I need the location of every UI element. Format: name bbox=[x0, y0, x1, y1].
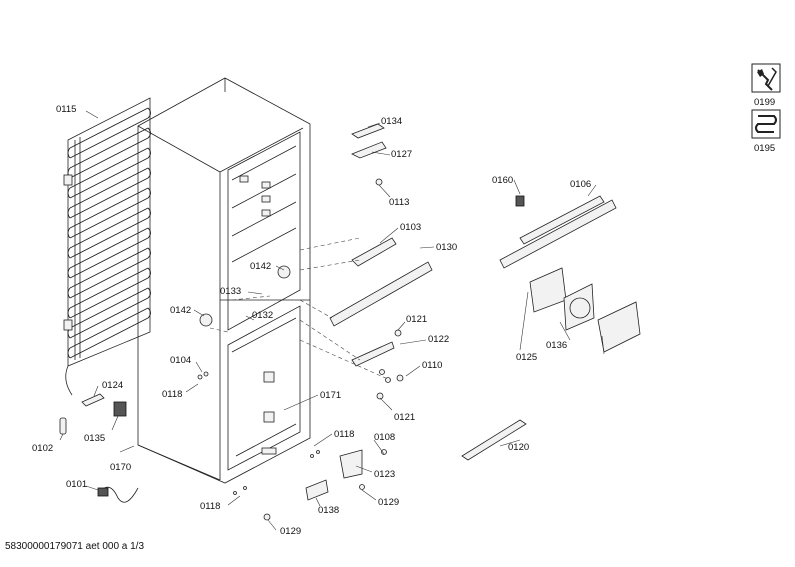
label-0130: 0130 bbox=[436, 242, 457, 253]
document-code: 58300000179071 aet 000 a 1/3 bbox=[5, 541, 145, 552]
label-0129-lower: 0129 bbox=[280, 526, 301, 537]
label-0113: 0113 bbox=[389, 197, 409, 208]
refrigerant-coil-icon bbox=[751, 109, 781, 139]
label-0133: 0133 bbox=[220, 286, 241, 297]
service-tool-icon bbox=[751, 63, 781, 93]
label-0118-mid: 0118 bbox=[334, 429, 354, 440]
label-0121-upper: 0121 bbox=[406, 314, 427, 325]
label-0199: 0199 bbox=[754, 97, 775, 108]
label-0127: 0127 bbox=[391, 149, 412, 160]
control-module bbox=[461, 195, 641, 461]
label-0171: 0171 bbox=[320, 390, 341, 401]
label-0120: 0120 bbox=[508, 442, 529, 453]
label-0115: 0115 bbox=[56, 104, 76, 115]
label-0103: 0103 bbox=[400, 222, 421, 233]
label-0110: 0110 bbox=[422, 360, 442, 371]
label-0136: 0136 bbox=[546, 340, 567, 351]
label-0134: 0134 bbox=[381, 116, 402, 127]
label-0132: 0132 bbox=[252, 310, 273, 321]
label-0124: 0124 bbox=[102, 380, 123, 391]
cabinet-body bbox=[137, 77, 311, 484]
label-0101: 0101 bbox=[66, 479, 87, 490]
label-0129-right: 0129 bbox=[378, 497, 399, 508]
label-0170: 0170 bbox=[110, 462, 131, 473]
part-labels: 0115 0134 0127 0113 0103 0130 0142 0133 … bbox=[32, 104, 591, 537]
leader-lines bbox=[59, 110, 605, 531]
label-0104: 0104 bbox=[170, 355, 191, 366]
label-0195: 0195 bbox=[754, 143, 775, 154]
condenser-coil bbox=[63, 97, 151, 396]
label-0142-upper: 0142 bbox=[250, 261, 271, 272]
label-0118-bottom: 0118 bbox=[200, 501, 220, 512]
label-0106: 0106 bbox=[570, 179, 591, 190]
label-0121-lower: 0121 bbox=[394, 412, 415, 423]
label-0138: 0138 bbox=[318, 505, 339, 516]
label-0118-left: 0118 bbox=[162, 389, 182, 400]
label-0108: 0108 bbox=[374, 432, 395, 443]
label-0160: 0160 bbox=[492, 175, 513, 186]
label-0122: 0122 bbox=[428, 334, 449, 345]
label-0142-lower: 0142 bbox=[170, 305, 191, 316]
label-0123: 0123 bbox=[374, 469, 395, 480]
label-0135: 0135 bbox=[84, 433, 105, 444]
hinge-parts bbox=[59, 123, 433, 521]
label-0102: 0102 bbox=[32, 443, 53, 454]
label-0125: 0125 bbox=[516, 352, 537, 363]
